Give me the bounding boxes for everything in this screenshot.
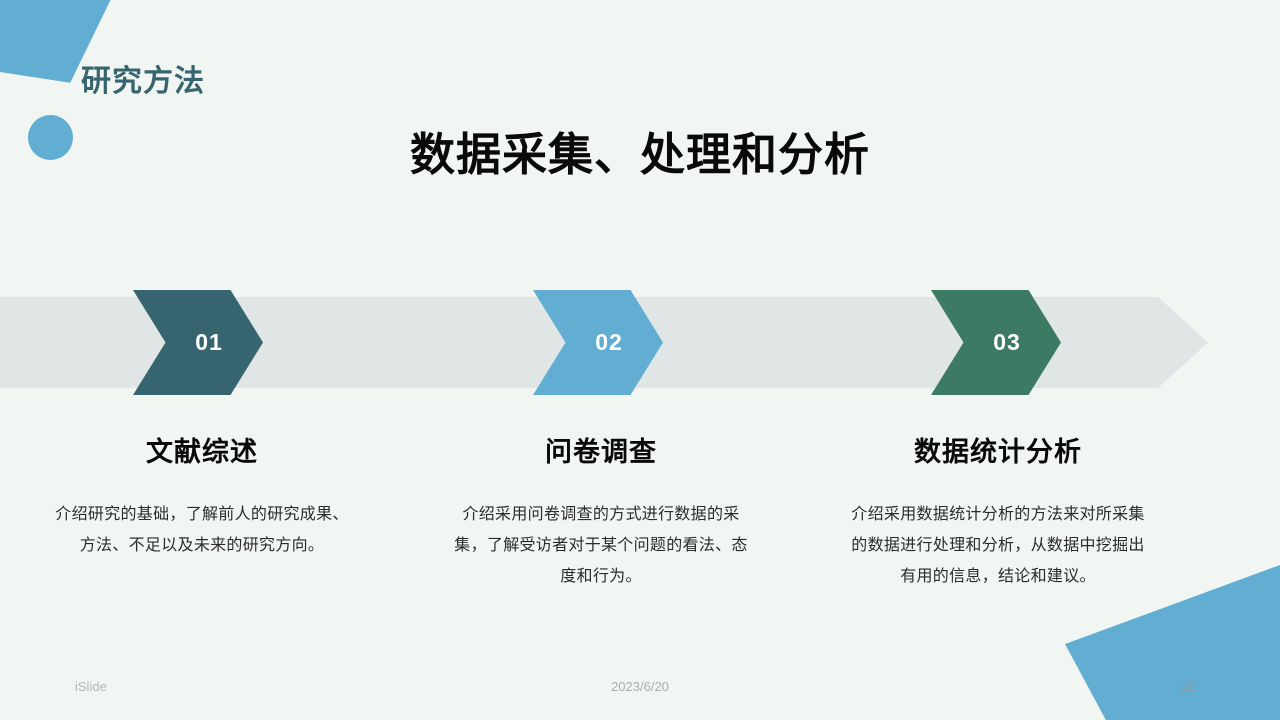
section-title: 研究方法 bbox=[81, 65, 205, 98]
step-number-01: 01 bbox=[195, 329, 223, 355]
step-body-03: 介绍采用数据统计分析的方法来对所采集的数据进行处理和分析，从数据中挖掘出有用的信… bbox=[851, 506, 1145, 585]
decorative-circle bbox=[28, 115, 73, 160]
step-number-03: 03 bbox=[993, 329, 1021, 355]
step-heading-03: 数据统计分析 bbox=[914, 437, 1082, 467]
footer-brand: iSlide bbox=[75, 679, 107, 694]
step-body-02: 介绍采用问卷调查的方式进行数据的采集，了解受访者对于某个问题的看法、态度和行为。 bbox=[454, 506, 748, 585]
page-title: 数据采集、处理和分析 bbox=[409, 129, 870, 180]
process-step-chevron-02: 02 bbox=[533, 290, 663, 395]
step-number-02: 02 bbox=[595, 329, 623, 355]
step-heading-02: 问卷调查 bbox=[545, 437, 657, 467]
step-content-03: 数据统计分析 介绍采用数据统计分析的方法来对所采集的数据进行处理和分析，从数据中… bbox=[848, 430, 1148, 592]
step-body-01: 介绍研究的基础，了解前人的研究成果、方法、不足以及未来的研究方向。 bbox=[55, 506, 349, 554]
step-content-02: 问卷调查 介绍采用问卷调查的方式进行数据的采集，了解受访者对于某个问题的看法、态… bbox=[451, 430, 751, 592]
footer-page-number: 12 bbox=[1180, 679, 1195, 694]
step-heading-01: 文献综述 bbox=[146, 437, 258, 467]
step-content-01: 文献综述 介绍研究的基础，了解前人的研究成果、方法、不足以及未来的研究方向。 bbox=[52, 430, 352, 561]
footer-date: 2023/6/20 bbox=[611, 679, 669, 694]
